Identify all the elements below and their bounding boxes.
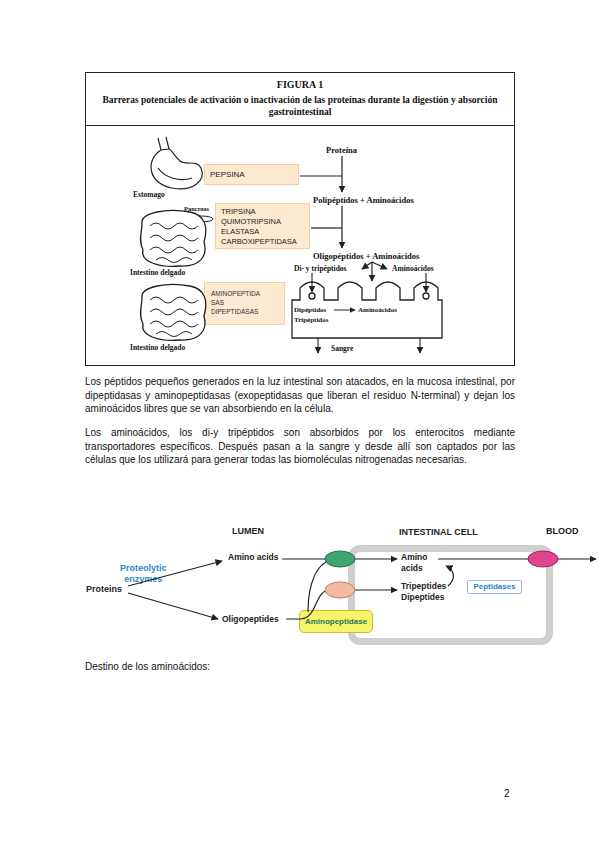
box-label: AMINOPEPTIDA SAS DIPEPTIDASAS [205,283,266,322]
intestine-drawing [140,285,205,341]
process-label: Proteolytic enzymes [120,563,167,584]
flow-arrow [371,262,372,281]
enzyme-box: PEPSINA [204,164,299,185]
substance-label: Dipéptidos [294,306,326,315]
intestine-outline [140,211,205,267]
box-label: PEPSINA [205,165,298,185]
blood-arrow [317,338,318,353]
flow-arrow [341,156,342,192]
absorption-arrow [311,273,312,292]
hydrolysis-arrow [334,310,355,311]
region-label: BLOOD [546,526,579,537]
flow-arrow [128,593,218,619]
cell-box: INTESTINAL CELLPeptidases [348,545,553,645]
intestine-loop [150,309,198,315]
intestine-loop [150,223,198,229]
intestine-loop [150,247,198,253]
substance-label: Amino acids [228,552,279,563]
transporter-symbol [309,293,315,299]
box-label: Peptidases [468,581,521,593]
substance-label: Tripeptides Dipeptides [401,581,446,602]
substance-label: Amino acids [401,552,427,573]
organ-label: Intestino delgado [130,268,185,277]
stomach-fold [158,168,192,180]
enzyme-box: TRIPSINA QUIMOTRIPSINA ELASTASA CARBOXIP… [215,203,310,249]
flow-arrow [341,206,342,248]
esophagus-line [158,138,161,150]
transporter-symbol [423,293,429,299]
villi-outline [292,282,442,338]
enzyme-box: Aminopeptidase [299,610,373,633]
substance-label: Tripéptidos [294,316,329,325]
transporter-oval [528,551,558,567]
enzyme-box: AMINOPEPTIDA SAS DIPEPTIDASAS [204,282,285,325]
substance-label: Oligopeptides [222,614,279,625]
region-label: LUMEN [232,526,264,537]
substance-label: Polipéptidos + Aminoácidos [313,195,414,205]
absorption-arrow [425,273,426,292]
blood-arrow [419,338,420,353]
organ-label: Pancreas [184,205,209,213]
box-label: Aminopeptidase [300,611,372,632]
intestine-loop [150,321,198,327]
box-label: TRIPSINA QUIMOTRIPSINA ELASTASA CARBOXIP… [216,204,302,250]
paragraph: Los aminoácidos, los di-y tripéptidos so… [85,426,515,467]
substance-label: Sangre [331,344,353,353]
paragraph: Destino de los aminoácidos: [85,660,515,674]
flow-arrow [362,262,372,269]
box-label: INTESTINAL CELL [399,527,478,537]
flow-arrow [446,566,453,586]
box-label: FIGURA 1 [86,73,514,91]
intestine-loop [150,297,198,303]
substance-label: Aminoácidos [392,264,434,273]
substance-label: Di- y tripéptidos [294,264,347,273]
flow-arrow [282,558,397,559]
flow-arrows [300,156,387,281]
flow-arrow [308,559,335,612]
flow-arrow [438,558,596,559]
substance-label: Proteins [86,584,122,595]
enzyme-line [311,227,342,228]
enzyme-box: Peptidases [467,580,522,594]
intestine-loop [156,332,192,337]
intestine-loop [150,235,198,241]
paragraph: Los péptidos pequeños generados en la lu… [85,375,515,416]
substance-label: Aminoácidos [358,306,397,315]
intestine-loop [156,258,192,263]
flow-arrow [372,262,387,269]
intestine-drawing [140,211,205,267]
pancreas-drawing [189,216,213,222]
esophagus-line [166,137,169,149]
villi-drawing [292,273,442,353]
page-number: 2 [504,788,510,799]
intestine-outline [140,285,205,341]
stomach-outline [151,149,202,189]
enzyme-line [300,175,342,176]
stomach-drawing [151,137,202,189]
organ-label: Estomago [133,190,165,199]
organ-label: Intestino delgado [130,343,185,352]
substance-label: Proteína [326,145,357,155]
substance-label: Oligopéptidos + Aminoácidos [313,251,419,261]
box-body: Barreras potenciales de activación o ina… [86,91,514,126]
